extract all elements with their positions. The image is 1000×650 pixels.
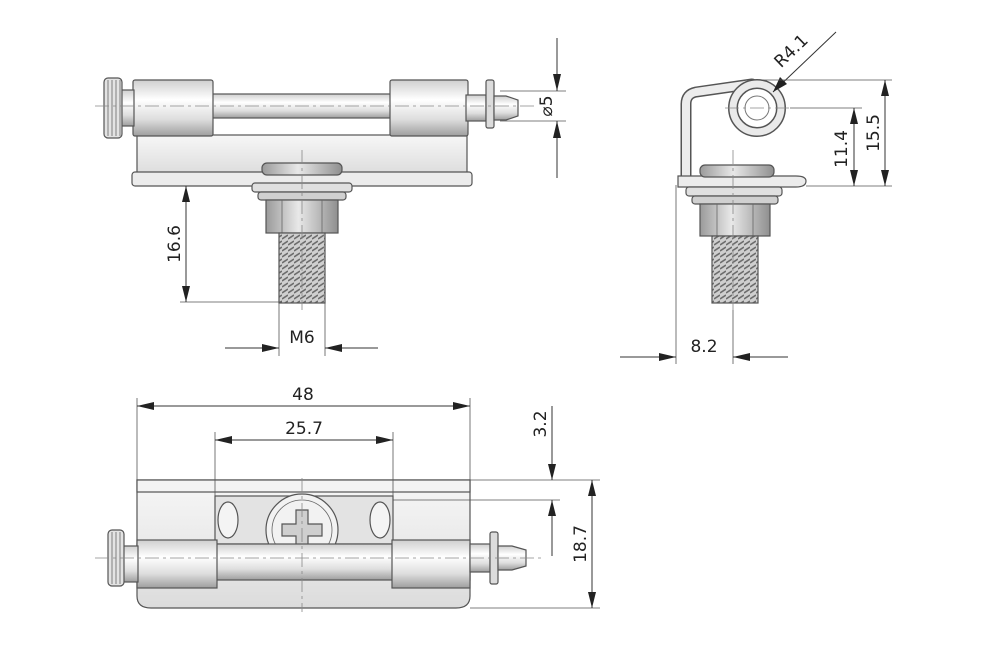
retaining-washer — [485, 79, 495, 129]
top-knuckle-right — [391, 539, 471, 589]
label-diameter-5: ⌀5 — [537, 95, 557, 116]
top-pin-tip — [497, 545, 527, 571]
dim-25-7: 25.7 — [214, 419, 394, 496]
dim-48: 48 — [136, 385, 471, 480]
side-base-plate — [677, 175, 807, 188]
pin-head-knurled — [103, 77, 123, 139]
dim-3-2: 3.2 — [393, 406, 600, 556]
hinge-knuckle-right — [389, 79, 469, 137]
top-knuckle-left — [136, 539, 218, 589]
pin-tip — [493, 95, 519, 121]
dim-radius-4-1: R4.1 — [771, 31, 837, 93]
label-18-7: 18.7 — [571, 525, 591, 563]
top-view: 48 25.7 3.2 18.7 — [95, 385, 600, 612]
side-view: R4.1 11.4 15.5 8.2 — [620, 31, 892, 364]
label-8-2: 8.2 — [690, 337, 717, 357]
hinge-knuckle-left — [132, 79, 214, 137]
label-11-4: 11.4 — [832, 130, 852, 168]
label-thread-m6: M6 — [289, 328, 314, 348]
dim-diameter-5: ⌀5 — [500, 38, 566, 178]
pin-end-right — [465, 94, 487, 122]
label-48: 48 — [292, 385, 314, 405]
dim-18-7: 18.7 — [470, 480, 600, 609]
side-hex-nut — [699, 203, 771, 237]
label-radius-4-1: R4.1 — [771, 31, 813, 72]
label-15-5: 15.5 — [864, 114, 884, 152]
dim-height-16-6: 16.6 — [165, 185, 282, 303]
label-25-7: 25.7 — [285, 419, 323, 439]
label-height-16-6: 16.6 — [165, 225, 185, 263]
dim-11-4: 11.4 — [790, 107, 862, 187]
window-boss-right — [369, 501, 391, 539]
side-screw-head — [699, 164, 775, 178]
side-threaded-stud — [711, 235, 759, 304]
side-flat-washer — [691, 195, 779, 205]
side-spring-washer — [685, 186, 783, 197]
dim-8-2: 8.2 — [620, 185, 788, 364]
front-view: ⌀5 16.6 M6 — [95, 38, 566, 356]
dim-15-5: 15.5 — [760, 79, 892, 187]
top-view-plate-edge — [136, 479, 471, 493]
window-boss-left — [217, 501, 239, 539]
label-3-2: 3.2 — [531, 410, 551, 437]
dim-thread-m6: M6 — [225, 303, 378, 356]
